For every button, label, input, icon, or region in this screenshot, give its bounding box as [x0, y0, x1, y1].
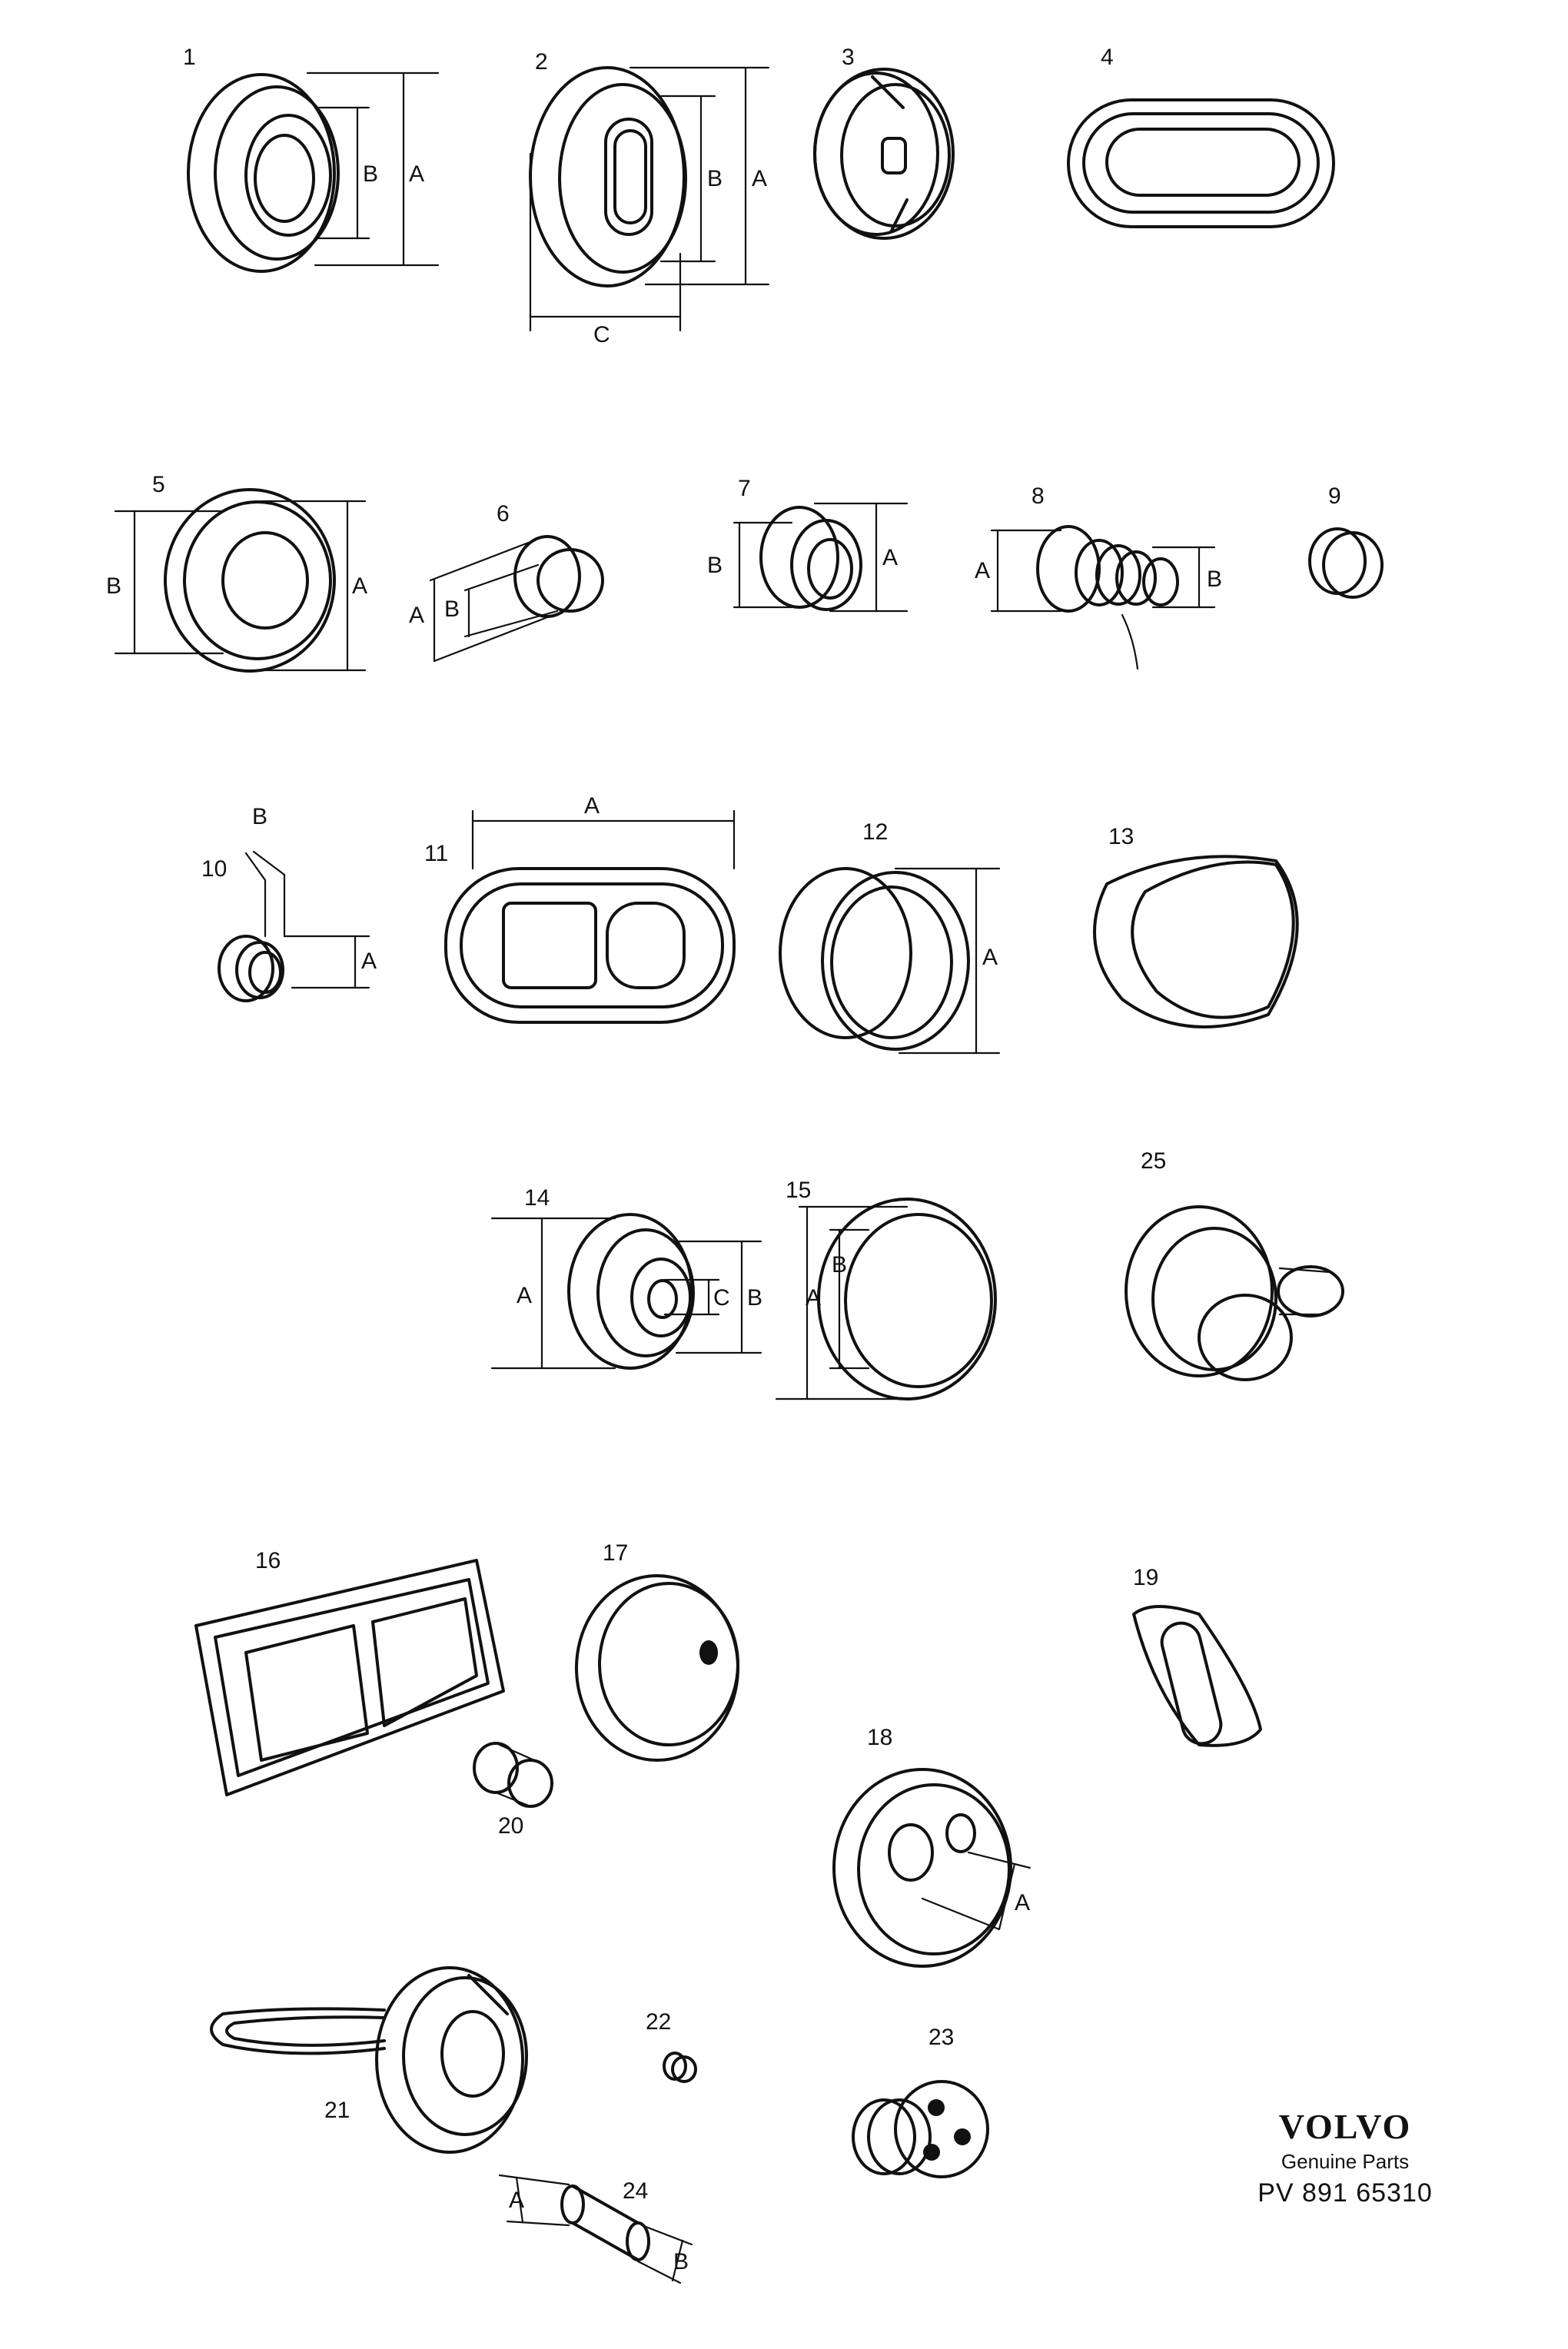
part-number-label: 5: [152, 472, 165, 497]
part-17-blind-plug: [575, 1574, 739, 1762]
part-23-triple-hole-plug: [852, 2080, 989, 2178]
dimension-label-a: A: [509, 2188, 524, 2213]
part-1-grommet: [187, 71, 440, 273]
dimension-label-a: A: [409, 161, 424, 187]
dimension-label-a: A: [409, 603, 424, 628]
part-9-cap: [1308, 527, 1384, 599]
dimension-label-a: A: [352, 573, 367, 599]
dimension-label-a: A: [982, 945, 998, 970]
part-number-label: 25: [1141, 1148, 1166, 1174]
part-24-pin: [498, 2174, 693, 2284]
part-number-label: 16: [255, 1548, 281, 1573]
dimension-label-b: B: [363, 161, 378, 187]
part-number-label: 12: [862, 819, 888, 845]
dimension-label-b: B: [444, 596, 460, 622]
part-21-strap-grommet: [210, 1966, 528, 2154]
part-number-label: 22: [646, 2009, 671, 2035]
part-number-label: 2: [535, 49, 548, 75]
part-number-label: 3: [842, 45, 855, 70]
part-number-label: 9: [1328, 483, 1341, 509]
dimension-label-b: B: [707, 166, 723, 191]
dimension-label-a: A: [517, 1283, 532, 1308]
dimension-label-a: A: [584, 793, 600, 819]
part-5-grommet: [114, 488, 367, 673]
part-16-rect-grommet: [194, 1559, 505, 1796]
part-number-label: 1: [183, 45, 196, 70]
part-number-label: 17: [603, 1540, 628, 1566]
dimension-label-a: A: [806, 1285, 821, 1311]
part-19-lead-through: [1132, 1605, 1262, 1747]
part-2-grommet: [529, 66, 770, 332]
part-25-boot: [1125, 1205, 1344, 1381]
dimension-label-a: A: [752, 166, 767, 191]
volvo-logo: VOLVO: [1278, 2107, 1412, 2146]
dimension-label-a: A: [1015, 1890, 1030, 1915]
part-6-plug: [429, 535, 604, 663]
part-number-label: 20: [498, 1813, 523, 1839]
dimension-label-c: C: [713, 1285, 730, 1311]
part-number-label: 11: [424, 841, 448, 866]
part-number-label: 7: [738, 476, 751, 501]
part-20-small-plug: [473, 1742, 553, 1808]
part-18-multi-hole-grommet: [832, 1768, 1031, 1968]
part-number-label: 14: [524, 1185, 550, 1211]
part-number-label: 23: [929, 2025, 954, 2050]
part-15-ring-grommet: [775, 1198, 997, 1400]
part-number-label: 18: [867, 1725, 892, 1750]
part-code: PV 891 65310: [1257, 2178, 1433, 2208]
part-13-cap: [1093, 855, 1299, 1028]
dimension-label-c: C: [593, 322, 610, 347]
part-8-stepped-plug: [990, 525, 1216, 670]
part-11-double-slot-grommet: [444, 809, 736, 1024]
part-22-tiny-plug: [663, 2052, 697, 2083]
dimension-label-b: B: [1207, 566, 1222, 592]
dimension-label-b: B: [673, 2249, 689, 2274]
dimension-label-b: B: [707, 553, 723, 578]
part-number-label: 6: [497, 501, 510, 527]
part-4-slot-grommet: [1067, 98, 1335, 228]
part-number-label: 21: [324, 2098, 350, 2123]
part-7-cup-grommet: [733, 502, 909, 613]
part-number-label: 19: [1133, 1565, 1158, 1590]
part-number-label: 4: [1101, 45, 1114, 70]
part-number-label: 8: [1031, 483, 1045, 509]
part-12-ring-grommet: [779, 867, 1001, 1055]
dimension-label-b: B: [252, 804, 267, 829]
dimension-label-b: B: [832, 1252, 847, 1277]
part-3-split-grommet: [813, 68, 955, 240]
dimension-label-a: A: [882, 545, 898, 570]
dimension-label-b: B: [747, 1285, 762, 1311]
part-number-label: 24: [623, 2178, 648, 2204]
part-14-grommet: [490, 1213, 762, 1370]
part-10-small-grommet: [218, 850, 370, 1002]
volvo-brand-block: VOLVO Genuine Parts PV 891 65310: [1230, 2106, 1460, 2208]
dimension-label-a: A: [975, 558, 990, 583]
dimension-label-b: B: [106, 573, 121, 599]
part-number-label: 10: [201, 856, 227, 882]
part-number-label: 13: [1108, 824, 1134, 849]
dimension-label-a: A: [361, 949, 377, 974]
part-number-label: 15: [786, 1178, 811, 1203]
brand-tagline: Genuine Parts: [1281, 2150, 1410, 2173]
